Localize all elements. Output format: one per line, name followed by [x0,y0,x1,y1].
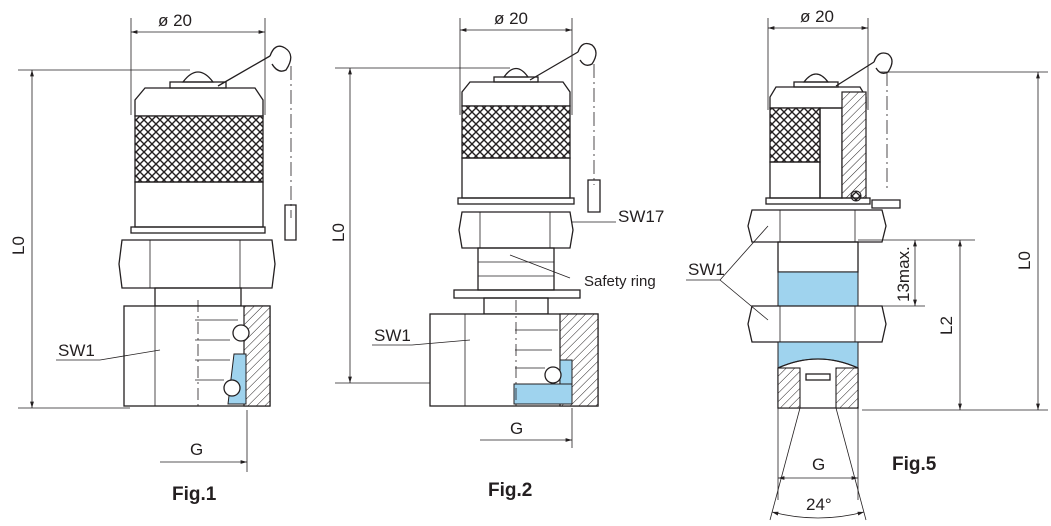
fig5-cap-button [802,73,830,83]
fig5-cap-collar [793,81,839,88]
fig2-sw17-nut [458,211,574,249]
fig5-upper-nut [747,209,887,243]
fig1-caption: Fig.1 [172,484,217,505]
fig2-safety-ring [453,289,581,299]
fig2-chain-loop [529,42,597,81]
fig5-panel-zone [777,271,859,307]
fig1-diameter-label: ø 20 [158,11,192,30]
fig2-threaded-shank [477,247,555,291]
fig5-dust-cap-body [769,161,821,199]
fig2-sw1-label: SW1 [374,326,411,345]
fig1-hex-nut [118,239,276,289]
fig2-length-dimension: L0 [329,67,510,384]
fig2-cap-button [502,67,530,78]
fig2-cap-seat [457,197,575,205]
fig5-knurled-grip [769,107,821,163]
fig2-seal-side [559,359,573,385]
fig5-shank-upper [777,241,859,273]
fig1-chain-tag [284,204,297,241]
fig5-caption: Fig.5 [892,454,937,475]
fig1-cap-collar [169,81,227,89]
fig2-caption: Fig.2 [488,480,532,501]
fig1-knurled-grip [134,115,264,183]
fig1-length-label: L0 [9,236,28,255]
fig5-cap-seat [765,197,871,205]
fig1-thread-label: G [190,440,203,459]
fig5-chain-tag [871,199,901,209]
fig5-diameter-dimension: ø 20 [767,7,869,110]
fig5-section-left [777,367,801,409]
fig5-length-dimension: L0 [862,71,1048,411]
fig5-seal-insert [777,341,859,369]
fig2-ring-label: Safety ring [584,273,656,290]
fig1-dust-cap-top [134,87,264,117]
fig1-length-dimension: L0 [9,69,190,409]
fig1-cap-seat [130,226,266,234]
fig1-ball-lower [223,379,241,397]
fig5-max-thickness-label: 13max. [894,246,913,302]
figure-1: ø 20 L0 [9,11,297,505]
fig5-angle-label: 24° [806,495,832,514]
fig2-thread-label: G [510,419,523,438]
fig5-cap-core [819,107,843,199]
fig2-dust-cap-body [461,157,571,199]
fig5-length-label: L0 [1015,251,1034,270]
fig2-knurled-grip [461,105,571,159]
fig1-ball-upper [232,324,250,342]
fig5-bore [805,373,831,381]
fig5-thread-label: G [812,455,825,474]
figure-2: ø 20 L0 SW17 Safety ring [329,9,664,501]
figure-5: ø 20 L0 [686,7,1048,521]
fig1-chain-loop [217,45,292,87]
fig5-angle-dimension [771,511,865,519]
fig5-diameter-label: ø 20 [800,7,834,26]
fig2-sw17-label: SW17 [618,207,664,226]
fig2-length-label: L0 [329,223,348,242]
fig5-l2-label: L2 [937,316,956,335]
fig5-o-ring [850,190,862,202]
fig2-dust-cap-top [461,81,571,107]
fig1-dust-cap-body [134,181,264,228]
fig5-sw1-label: SW1 [688,260,725,279]
fig5-section-right [835,367,859,409]
fig2-diameter-label: ø 20 [494,9,528,28]
fig2-ring-leader [509,254,571,279]
fig1-sw1-label: SW1 [58,341,95,360]
fig5-cap-section [841,91,867,199]
fig2-seal-insert [513,383,573,405]
fig1-diameter-dimension: ø 20 [130,11,266,115]
fig2-diameter-dimension: ø 20 [459,9,573,115]
fig2-ball [544,366,562,384]
fig5-lower-nut [747,305,887,343]
fig5-chain-loop [835,52,893,87]
fig2-chain-tag [587,179,601,213]
fig1-section-hatch [243,305,271,407]
fig1-cap-button [181,71,215,83]
